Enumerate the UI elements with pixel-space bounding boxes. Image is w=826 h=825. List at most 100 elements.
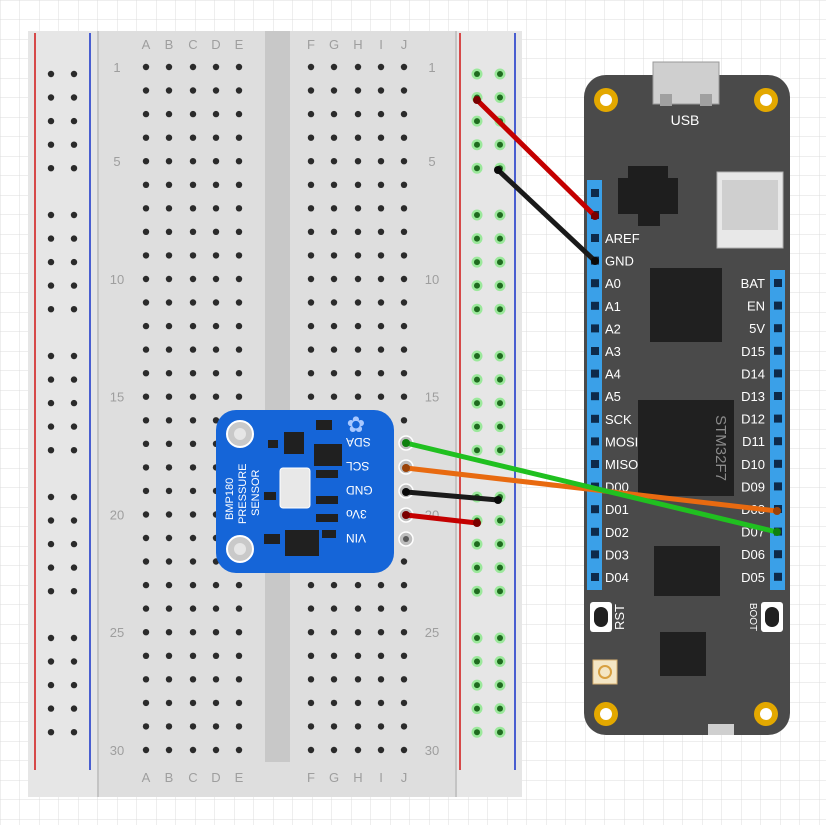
breadboard-hole[interactable] — [307, 699, 315, 707]
breadboard-hole[interactable] — [189, 393, 197, 400]
breadboard-hole[interactable] — [235, 299, 243, 306]
breadboard-hole[interactable] — [235, 134, 243, 141]
breadboard-hole[interactable] — [165, 746, 173, 754]
breadboard-hole[interactable] — [330, 252, 338, 259]
breadboard-hole[interactable] — [400, 346, 408, 353]
rail-hole[interactable] — [70, 540, 78, 548]
rail-hole[interactable] — [47, 658, 55, 665]
breadboard-hole[interactable] — [377, 87, 385, 94]
breadboard-hole[interactable] — [189, 228, 197, 235]
rail-hole[interactable] — [70, 658, 78, 665]
mcu-pin-mosi[interactable] — [591, 437, 599, 446]
breadboard-hole[interactable] — [212, 605, 220, 612]
rail-hole[interactable] — [70, 376, 78, 383]
breadboard-hole[interactable] — [400, 158, 408, 165]
breadboard-hole[interactable] — [189, 464, 197, 471]
breadboard-hole[interactable] — [165, 581, 173, 589]
breadboard-hole[interactable] — [307, 181, 315, 188]
breadboard-hole[interactable] — [142, 440, 150, 447]
wire-bmp-gnd-black[interactable] — [403, 489, 501, 503]
breadboard-hole[interactable] — [189, 511, 197, 518]
breadboard-hole[interactable] — [307, 252, 315, 259]
breadboard-hole[interactable] — [354, 134, 362, 141]
breadboard-hole[interactable] — [400, 181, 408, 188]
breadboard-hole[interactable] — [165, 275, 173, 283]
breadboard-hole[interactable] — [235, 87, 243, 94]
breadboard-hole[interactable] — [212, 581, 220, 589]
rail-hole[interactable] — [70, 634, 78, 642]
rail-hole[interactable] — [70, 493, 78, 501]
breadboard-hole[interactable] — [354, 652, 362, 659]
breadboard-hole[interactable] — [354, 746, 362, 754]
breadboard-hole[interactable] — [400, 275, 408, 283]
rail-hole[interactable] — [70, 211, 78, 219]
breadboard-hole[interactable] — [142, 652, 150, 659]
breadboard-hole[interactable] — [330, 605, 338, 612]
mcu-pin-a1[interactable] — [591, 301, 599, 310]
breadboard-hole[interactable] — [165, 110, 173, 118]
breadboard-hole[interactable] — [212, 699, 220, 707]
breadboard-hole[interactable] — [235, 63, 243, 71]
breadboard-hole[interactable] — [330, 393, 338, 400]
breadboard-hole[interactable] — [189, 605, 197, 612]
breadboard-hole[interactable] — [400, 299, 408, 306]
breadboard-hole[interactable] — [400, 417, 408, 424]
breadboard-hole[interactable] — [307, 299, 315, 306]
breadboard-hole[interactable] — [189, 417, 197, 424]
rail-hole[interactable] — [47, 540, 55, 548]
breadboard-hole[interactable] — [212, 87, 220, 94]
breadboard-hole[interactable] — [377, 228, 385, 235]
breadboard-hole[interactable] — [165, 158, 173, 165]
breadboard-hole[interactable] — [330, 299, 338, 306]
breadboard-hole[interactable] — [377, 299, 385, 306]
breadboard-hole[interactable] — [165, 346, 173, 353]
rail-hole[interactable] — [70, 729, 78, 736]
breadboard-hole[interactable] — [354, 181, 362, 188]
rail-hole[interactable] — [47, 306, 55, 313]
breadboard-hole[interactable] — [212, 205, 220, 212]
breadboard-hole[interactable] — [142, 110, 150, 118]
breadboard-hole[interactable] — [330, 346, 338, 353]
mcu-pin-en[interactable] — [774, 301, 782, 310]
breadboard-hole[interactable] — [400, 370, 408, 377]
breadboard-hole[interactable] — [212, 370, 220, 377]
breadboard-hole[interactable] — [142, 275, 150, 283]
breadboard-hole[interactable] — [400, 205, 408, 212]
breadboard-hole[interactable] — [189, 346, 197, 353]
breadboard-hole[interactable] — [400, 699, 408, 707]
wire-3v3-red[interactable] — [474, 97, 598, 219]
rail-hole[interactable] — [70, 352, 78, 360]
mcu-pin-d12[interactable] — [774, 414, 782, 423]
breadboard-hole[interactable] — [189, 110, 197, 118]
mcu-pin-miso[interactable] — [591, 460, 599, 468]
breadboard-hole[interactable] — [235, 370, 243, 377]
breadboard-hole[interactable] — [307, 581, 315, 589]
breadboard-hole[interactable] — [142, 63, 150, 71]
breadboard-hole[interactable] — [142, 723, 150, 730]
breadboard-hole[interactable] — [165, 440, 173, 447]
rail-hole[interactable] — [47, 423, 55, 430]
breadboard-hole[interactable] — [354, 158, 362, 165]
rail-hole[interactable] — [47, 282, 55, 289]
breadboard-hole[interactable] — [354, 581, 362, 589]
breadboard-hole[interactable] — [212, 676, 220, 683]
rail-hole[interactable] — [70, 306, 78, 313]
breadboard-hole[interactable] — [330, 746, 338, 754]
rail-hole[interactable] — [70, 705, 78, 712]
breadboard-hole[interactable] — [307, 228, 315, 235]
breadboard-hole[interactable] — [354, 299, 362, 306]
breadboard-hole[interactable] — [142, 417, 150, 424]
breadboard-hole[interactable] — [142, 581, 150, 589]
breadboard-hole[interactable] — [165, 652, 173, 659]
breadboard-hole[interactable] — [354, 228, 362, 235]
breadboard-hole[interactable] — [165, 393, 173, 400]
mcu-pin-d09[interactable] — [774, 482, 782, 491]
breadboard-hole[interactable] — [165, 558, 173, 565]
breadboard-hole[interactable] — [330, 87, 338, 94]
breadboard-hole[interactable] — [142, 181, 150, 188]
mcu-pin-d14[interactable] — [774, 369, 782, 378]
breadboard-hole[interactable] — [235, 275, 243, 283]
breadboard-hole[interactable] — [400, 322, 408, 330]
breadboard-hole[interactable] — [400, 63, 408, 71]
breadboard-hole[interactable] — [142, 370, 150, 377]
